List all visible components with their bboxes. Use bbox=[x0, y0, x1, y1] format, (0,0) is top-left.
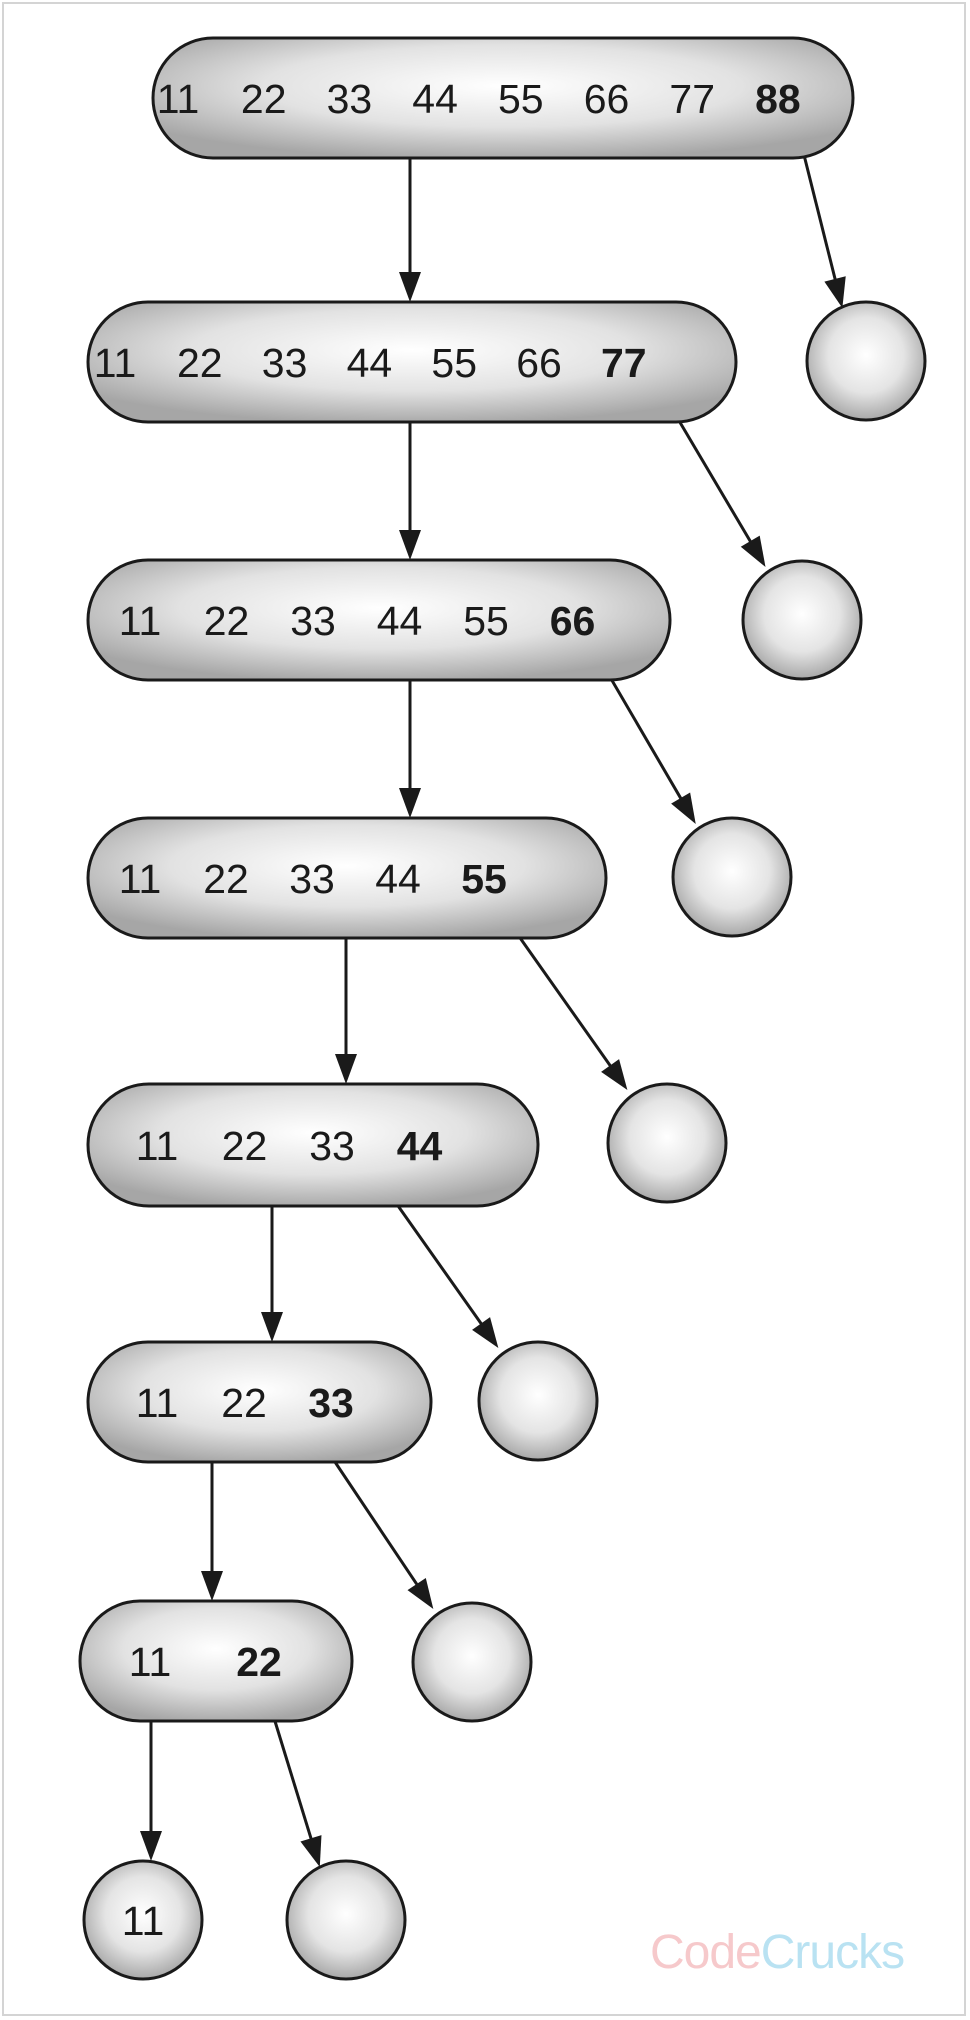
array-value: 11 bbox=[129, 1639, 172, 1685]
array-node-level-4 bbox=[86, 816, 608, 940]
arrow-left-child-1-arrowhead bbox=[399, 272, 421, 302]
pivot-value: 44 bbox=[397, 1123, 443, 1169]
arrow-right-child-6-shaft bbox=[331, 1458, 420, 1587]
arrow-right-child-2-arrowhead bbox=[740, 535, 766, 567]
arrow-right-child-3-arrowhead bbox=[671, 792, 696, 824]
arrow-left-child-2-arrowhead bbox=[399, 530, 421, 560]
array-value: 77 bbox=[669, 76, 715, 122]
watermark-code: Code bbox=[650, 1926, 762, 1979]
arrow-right-child-3-shaft bbox=[608, 676, 683, 801]
arrow-right-child-5-arrowhead bbox=[472, 1317, 499, 1348]
array-value: 11 bbox=[119, 856, 162, 902]
array-node-level-2 bbox=[86, 300, 738, 424]
leaf-value: 11 bbox=[122, 1898, 165, 1944]
pivot-value: 66 bbox=[550, 598, 596, 644]
arrow-right-child-5-shaft bbox=[394, 1202, 484, 1326]
arrow-right-child-6-arrowhead bbox=[407, 1577, 434, 1609]
pivot-value: 33 bbox=[308, 1380, 354, 1426]
arrow-left-child-3-arrowhead bbox=[399, 788, 421, 818]
arrow-right-child-1-shaft bbox=[802, 154, 838, 282]
arrow-left-child-7-arrowhead bbox=[140, 1831, 162, 1861]
arrow-left-child-5-arrowhead bbox=[261, 1312, 283, 1342]
pivot-value: 55 bbox=[461, 856, 507, 902]
array-value: 44 bbox=[375, 856, 421, 902]
array-value: 55 bbox=[498, 76, 544, 122]
array-value: 11 bbox=[119, 598, 162, 644]
leaf-node bbox=[82, 1859, 204, 1981]
watermark-crucks: Crucks bbox=[760, 1926, 905, 1979]
array-value: 44 bbox=[347, 340, 393, 386]
array-value: 33 bbox=[327, 76, 373, 122]
array-value: 11 bbox=[136, 1123, 179, 1169]
pivot-value: 88 bbox=[755, 76, 801, 122]
array-value: 11 bbox=[157, 76, 200, 122]
array-node-level-3 bbox=[86, 558, 672, 682]
empty-partition-node bbox=[285, 1859, 407, 1981]
empty-partition-node bbox=[671, 816, 793, 938]
arrow-right-child-4-arrowhead bbox=[601, 1059, 628, 1090]
array-value: 55 bbox=[463, 598, 509, 644]
array-node-level-5 bbox=[86, 1082, 540, 1208]
array-value: 22 bbox=[241, 76, 287, 122]
array-value: 22 bbox=[222, 1123, 268, 1169]
array-value: 22 bbox=[204, 598, 250, 644]
empty-partition-node bbox=[606, 1082, 728, 1204]
array-value: 33 bbox=[289, 856, 335, 902]
arrow-right-child-7-arrowhead bbox=[300, 1835, 322, 1867]
pivot-value: 22 bbox=[236, 1639, 282, 1685]
array-value: 44 bbox=[412, 76, 458, 122]
array-node-level-1 bbox=[151, 36, 855, 160]
array-value: 11 bbox=[136, 1380, 179, 1426]
arrow-right-child-7-shaft bbox=[272, 1717, 313, 1841]
array-value: 33 bbox=[290, 598, 336, 644]
arrow-right-child-2-shaft bbox=[676, 418, 753, 544]
array-node-level-7 bbox=[78, 1599, 354, 1723]
pivot-value: 77 bbox=[601, 340, 647, 386]
empty-partition-node bbox=[477, 1340, 599, 1462]
empty-partition-node bbox=[741, 559, 863, 681]
arrow-left-child-4-arrowhead bbox=[335, 1054, 357, 1084]
array-value: 22 bbox=[203, 856, 249, 902]
array-value: 22 bbox=[221, 1380, 267, 1426]
array-value: 66 bbox=[584, 76, 630, 122]
empty-partition-node bbox=[805, 300, 927, 422]
arrow-left-child-6-arrowhead bbox=[201, 1571, 223, 1601]
arrow-right-child-1-arrowhead bbox=[824, 276, 846, 308]
array-value: 44 bbox=[377, 598, 423, 644]
codecrucks-watermark: CodeCrucks bbox=[650, 1925, 905, 1980]
array-value: 55 bbox=[431, 340, 477, 386]
arrow-right-child-4-shaft bbox=[516, 934, 613, 1068]
array-value: 66 bbox=[516, 340, 562, 386]
empty-partition-node bbox=[411, 1601, 533, 1723]
array-value: 22 bbox=[177, 340, 223, 386]
array-node-level-6 bbox=[86, 1340, 433, 1464]
array-value: 33 bbox=[262, 340, 308, 386]
array-value: 11 bbox=[94, 340, 137, 386]
array-value: 33 bbox=[309, 1123, 355, 1169]
